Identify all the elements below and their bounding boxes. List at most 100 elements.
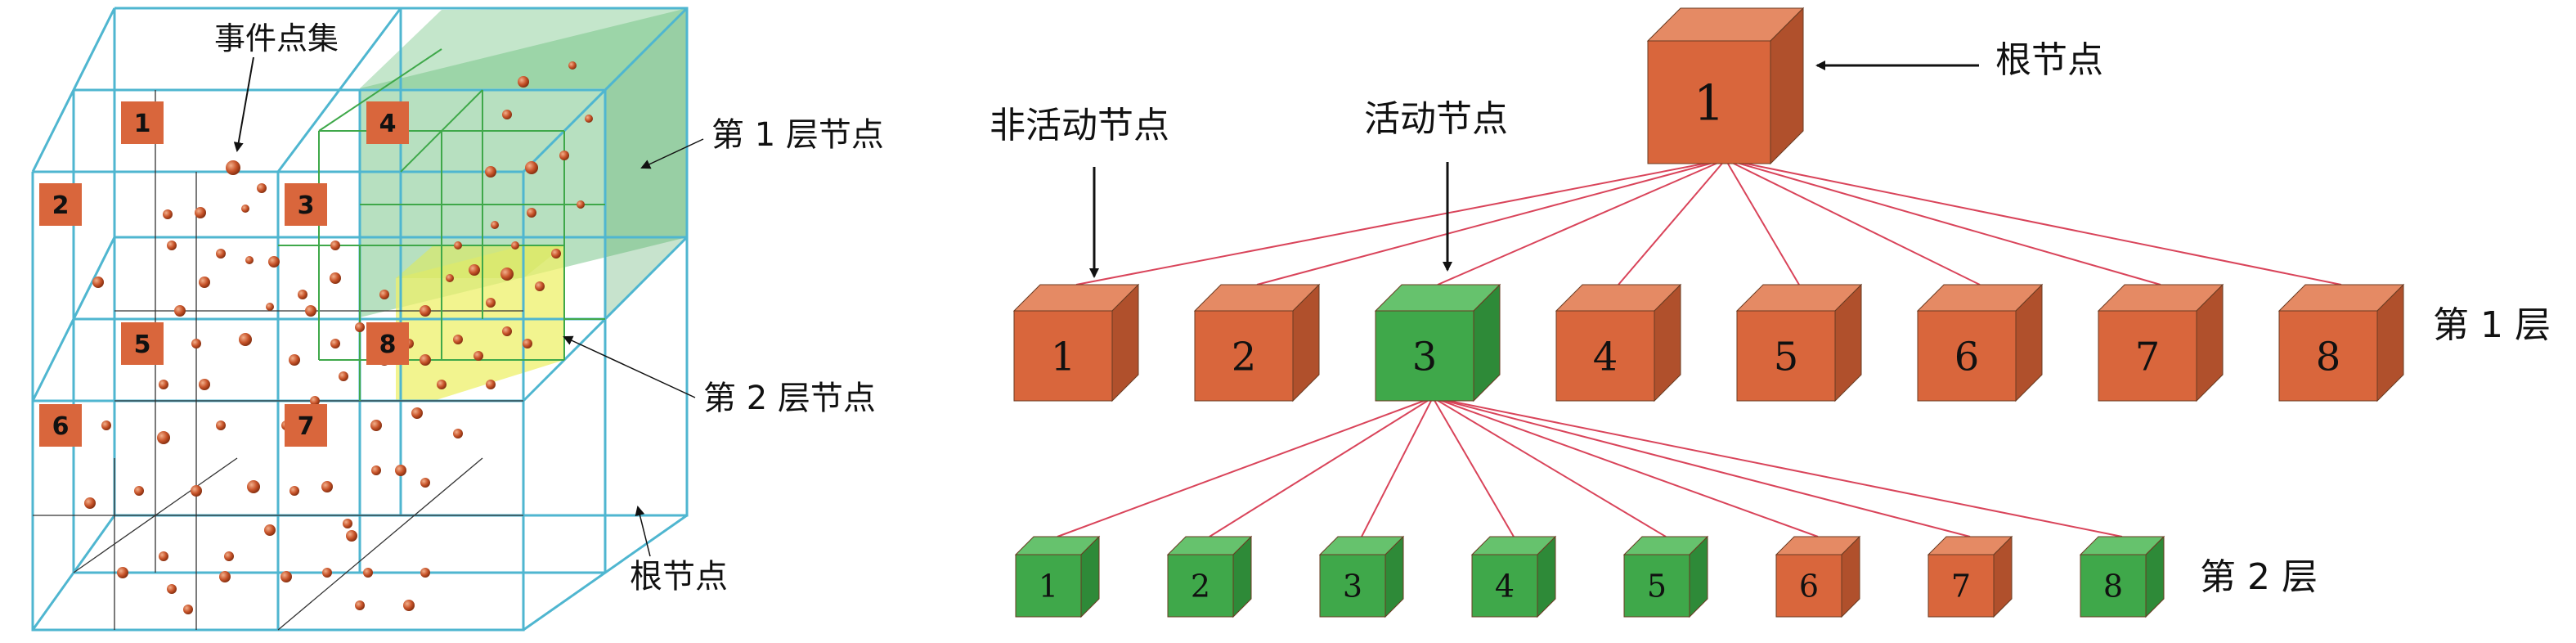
- event-point: [403, 600, 415, 611]
- event-point: [500, 268, 514, 281]
- event-point: [527, 208, 536, 218]
- edge-root-to-level1: [1725, 159, 2342, 286]
- octant-badge-box: [285, 183, 327, 226]
- root-caption: 根节点: [1995, 39, 2103, 81]
- root-node-label: 根节点: [630, 558, 728, 596]
- event-point: [551, 249, 561, 259]
- level2-node-7: 7: [1927, 535, 2013, 618]
- level2-node-label: 第 2 层节点: [703, 380, 876, 417]
- level1-node-6: 6: [1916, 283, 2044, 402]
- cube-front-face: [1928, 554, 1995, 618]
- event-point: [395, 465, 406, 476]
- event-point: [518, 76, 529, 88]
- octant-badge-box: [121, 322, 164, 365]
- edge-root-to-level1: [1725, 159, 1981, 286]
- event-point: [191, 485, 202, 497]
- event-point: [298, 290, 307, 299]
- edge-level1-to-level2: [1432, 397, 1667, 537]
- event-point: [245, 256, 254, 264]
- node-number: 4: [1495, 569, 1515, 605]
- event-point: [289, 486, 299, 496]
- event-point: [92, 277, 104, 288]
- inactive-node-caption: 非活动节点: [990, 105, 1169, 146]
- event-point: [264, 524, 276, 536]
- octant-badge-7: 7: [285, 404, 327, 447]
- level1-caption: 第 1 层: [2433, 304, 2551, 346]
- edge-root-to-level1: [1725, 159, 2161, 286]
- event-point: [330, 339, 340, 348]
- event-point: [502, 326, 512, 336]
- event-point: [191, 339, 201, 348]
- octant-badge-box: [285, 404, 327, 447]
- node-number: 8: [2103, 569, 2123, 605]
- event-point: [446, 274, 454, 282]
- octant-badge-box: [366, 101, 409, 144]
- node-number: 5: [1774, 334, 1799, 380]
- event-point: [159, 380, 168, 389]
- node-number: 4: [1593, 334, 1618, 380]
- event-point: [216, 420, 226, 430]
- event-point: [330, 241, 340, 250]
- level2-node-3: 3: [1318, 535, 1405, 618]
- root-node: 1: [1646, 7, 1805, 165]
- event-point: [247, 480, 260, 493]
- event-point: [199, 379, 210, 390]
- event-point: [310, 396, 320, 406]
- octant-badge-3: 3: [285, 183, 327, 226]
- octant-badge-number: 5: [134, 330, 151, 359]
- cube-front-face: [1775, 554, 1842, 618]
- event-point: [321, 481, 333, 492]
- level1-node-3: 3: [1374, 283, 1501, 402]
- event-point: [239, 333, 252, 346]
- cube-front-face: [1013, 310, 1113, 402]
- node-number: 6: [1954, 334, 1980, 380]
- octant-badge-number: 8: [379, 330, 397, 359]
- event-point: [559, 151, 569, 160]
- node-number: 2: [1232, 334, 1257, 380]
- edge-root-to-level1: [1725, 159, 1800, 286]
- level2-node-5: 5: [1622, 535, 1709, 618]
- level2-highlight-octant: [396, 245, 564, 401]
- cube-front-face: [1647, 40, 1771, 164]
- event-point: [453, 429, 463, 438]
- event-point: [280, 571, 292, 582]
- edge-level1-to-level2: [1361, 397, 1434, 537]
- level2-node-6: 6: [1775, 535, 1861, 618]
- node-number: 7: [1951, 569, 1971, 605]
- event-point: [84, 497, 96, 509]
- event-point: [199, 277, 210, 288]
- event-point: [157, 431, 170, 444]
- cube-front-face: [1917, 310, 2017, 402]
- octant-badge-box: [39, 404, 82, 447]
- event-point: [511, 241, 519, 250]
- octant-badge-5: 5: [121, 322, 164, 365]
- octant-badge-number: 4: [379, 110, 397, 138]
- event-point: [577, 200, 585, 209]
- octant-badge-2: 2: [39, 183, 82, 226]
- event-set-pointer: [233, 56, 254, 152]
- event-set-label: 事件点集: [214, 20, 339, 56]
- event-point: [454, 241, 462, 250]
- event-point: [266, 303, 274, 311]
- event-point: [355, 600, 365, 610]
- level2-node-8: 8: [2079, 535, 2165, 618]
- event-point: [305, 305, 316, 317]
- event-point: [241, 205, 249, 213]
- event-point: [420, 568, 430, 578]
- event-point: [346, 530, 357, 542]
- event-point: [339, 371, 348, 381]
- octant-badge-4: 4: [366, 101, 409, 144]
- event-point: [163, 209, 173, 219]
- octant-badge-box: [39, 183, 82, 226]
- level2-caption: 第 2 层: [2200, 556, 2318, 598]
- event-point: [216, 249, 226, 259]
- cube-front-face: [1015, 554, 1082, 618]
- event-point: [535, 281, 545, 291]
- event-point: [453, 335, 463, 344]
- event-point: [420, 478, 430, 488]
- edge-level1-to-level2: [1432, 397, 1819, 537]
- edge-root-to-level1: [1437, 159, 1726, 286]
- octant-badge-8: 8: [366, 322, 409, 365]
- root-node-pointer: [635, 506, 651, 557]
- cube-front-face: [1375, 310, 1474, 402]
